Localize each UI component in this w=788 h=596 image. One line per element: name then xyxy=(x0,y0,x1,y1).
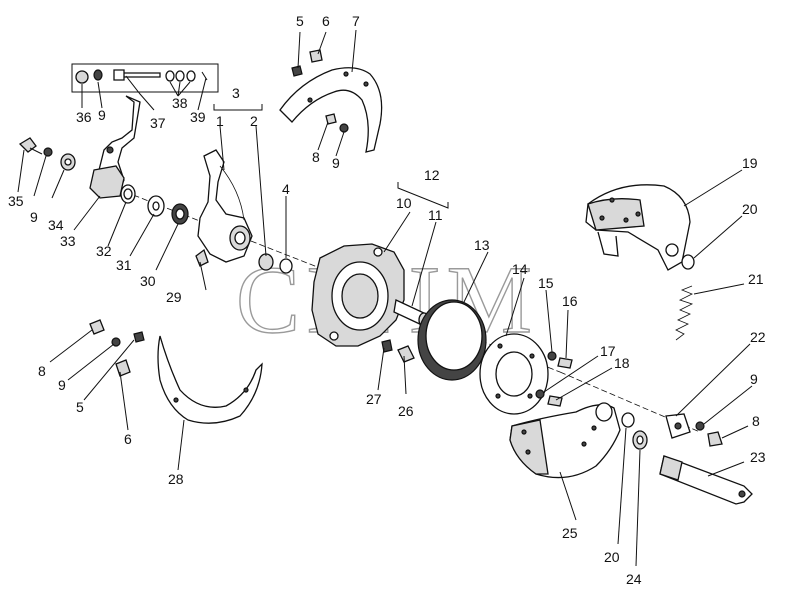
plate-14 xyxy=(479,333,549,415)
leader-lines xyxy=(17,29,753,567)
callout-23: 23 xyxy=(750,449,766,465)
bushing-24 xyxy=(632,430,648,450)
bolt-27 xyxy=(381,339,393,353)
callout-38: 38 xyxy=(172,95,188,111)
seal-13 xyxy=(417,299,487,381)
bolt-26 xyxy=(397,345,415,363)
callout-29: 29 xyxy=(166,289,182,305)
callout-5-left: 5 xyxy=(76,399,84,415)
adjuster-body-33 xyxy=(89,165,125,199)
washer-9-left xyxy=(43,147,53,157)
dust-shield-7 xyxy=(279,67,383,153)
brake-shoe-19 xyxy=(585,184,691,271)
callout-labels: 1 2 3 4 5 5 6 6 7 8 8 8 9 9 9 9 9 10 11 … xyxy=(8,13,766,587)
callout-24: 24 xyxy=(626,571,642,587)
washer-15 xyxy=(547,351,557,361)
grease-fitting-29 xyxy=(195,248,209,267)
callout-16: 16 xyxy=(562,293,578,309)
callout-28: 28 xyxy=(168,471,184,487)
callout-20-top: 20 xyxy=(742,201,758,217)
callout-21: 21 xyxy=(748,271,764,287)
callout-33: 33 xyxy=(60,233,76,249)
callout-5-top: 5 xyxy=(296,13,304,29)
nut-6-top xyxy=(309,49,323,63)
callout-37: 37 xyxy=(150,115,166,131)
callout-25: 25 xyxy=(562,525,578,541)
bolt-8-right xyxy=(707,431,723,447)
callout-15: 15 xyxy=(538,275,554,291)
washer-38b xyxy=(175,70,185,82)
part-box-36-39 xyxy=(71,63,219,93)
callout-2: 2 xyxy=(250,113,258,129)
callout-6-left: 6 xyxy=(124,431,132,447)
callout-18: 18 xyxy=(614,355,630,371)
camshaft-bracket-1 xyxy=(197,149,253,263)
washer-31 xyxy=(147,195,165,217)
washer-9-top-right xyxy=(339,123,349,133)
dust-shield-28 xyxy=(157,335,263,424)
bolt-5-left xyxy=(133,331,145,343)
washer-17 xyxy=(535,389,545,399)
callout-8-top: 8 xyxy=(312,149,320,165)
washer-9-right xyxy=(695,421,705,431)
callout-34: 34 xyxy=(48,217,64,233)
callout-17: 17 xyxy=(600,343,616,359)
callout-27: 27 xyxy=(366,391,382,407)
callout-36: 36 xyxy=(76,109,92,125)
callout-14: 14 xyxy=(512,261,528,277)
callout-9-box: 9 xyxy=(98,107,106,123)
callout-30: 30 xyxy=(140,273,156,289)
roller-20-bottom xyxy=(621,412,635,428)
washer-38a xyxy=(165,70,175,82)
callout-26: 26 xyxy=(398,403,414,419)
bushing-2 xyxy=(258,253,274,271)
callout-22: 22 xyxy=(750,329,766,345)
bracket-3-brace xyxy=(213,104,263,111)
callout-9-left: 9 xyxy=(30,209,38,225)
seal-30 xyxy=(171,203,189,225)
bracket-12-brace xyxy=(397,182,449,209)
callout-4: 4 xyxy=(282,181,290,197)
callout-9-right: 9 xyxy=(750,371,758,387)
callout-13: 13 xyxy=(474,237,490,253)
callout-8-left: 8 xyxy=(38,363,46,379)
spring-21 xyxy=(675,285,694,341)
bolt-35 xyxy=(18,137,43,155)
ring-4 xyxy=(279,258,293,274)
callout-8-right: 8 xyxy=(752,413,760,429)
callout-20-bottom: 20 xyxy=(604,549,620,565)
ring-32 xyxy=(120,184,136,204)
callout-32: 32 xyxy=(96,243,112,259)
camshaft-23 xyxy=(659,455,753,505)
bolt-8-top xyxy=(325,113,337,125)
brake-spider-10 xyxy=(311,243,405,347)
bolt-16 xyxy=(557,357,573,369)
bolt-37 xyxy=(113,69,161,81)
callout-6-top: 6 xyxy=(322,13,330,29)
callout-12: 12 xyxy=(424,167,440,183)
washer-plate-22 xyxy=(665,413,691,439)
callout-39: 39 xyxy=(190,109,206,125)
callout-31: 31 xyxy=(116,257,132,273)
callout-9-left-bottom: 9 xyxy=(58,377,66,393)
washer-9-top xyxy=(93,69,103,81)
bolt-5-top xyxy=(291,65,303,77)
nut-6-left xyxy=(115,359,131,377)
roller-20-top xyxy=(681,254,695,270)
callout-7: 7 xyxy=(352,13,360,29)
nut-36 xyxy=(75,70,89,84)
callout-11: 11 xyxy=(428,207,443,223)
nut-34 xyxy=(60,153,76,171)
callout-19: 19 xyxy=(742,155,758,171)
bolt-8-left xyxy=(89,319,105,335)
callout-10: 10 xyxy=(396,195,412,211)
callout-35: 35 xyxy=(8,193,24,209)
washer-38c xyxy=(186,70,196,82)
callout-1: 1 xyxy=(216,113,224,129)
callout-9-top: 9 xyxy=(332,155,340,171)
brake-shoe-25 xyxy=(509,402,621,479)
callout-3: 3 xyxy=(232,85,240,101)
